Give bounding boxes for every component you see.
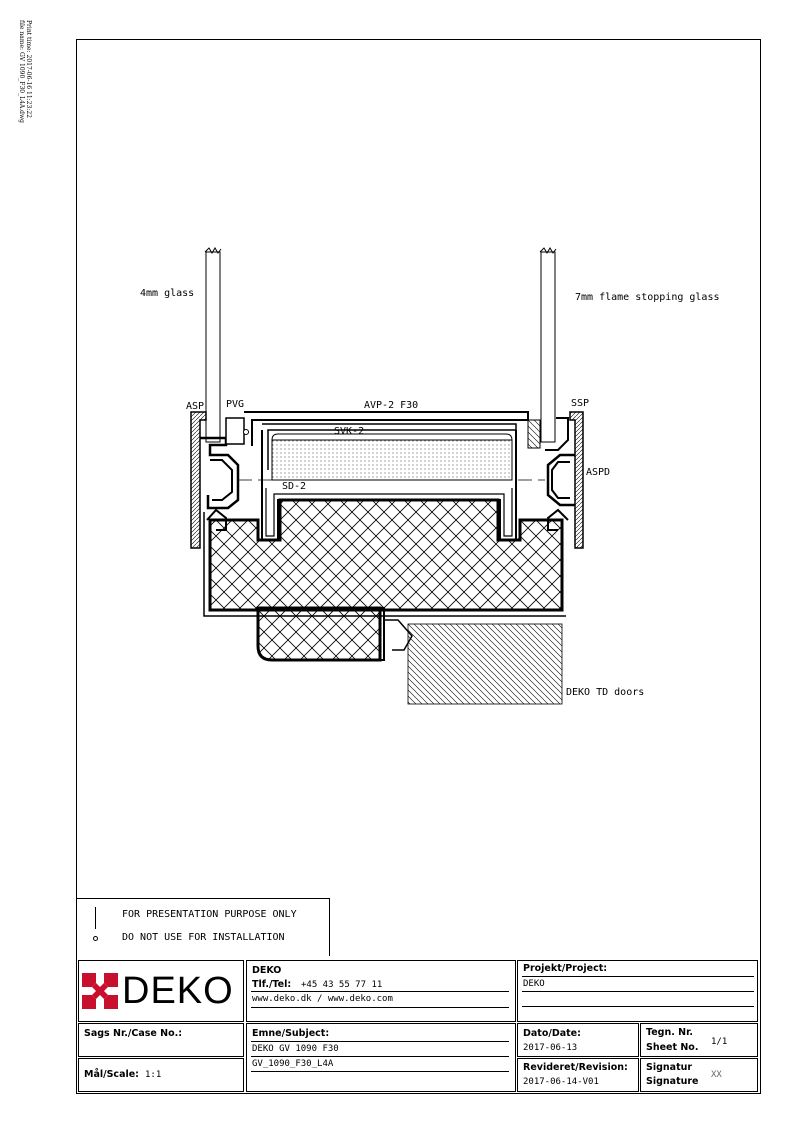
- label-pvg: PVG: [226, 399, 244, 410]
- sheet-cell: Tegn. Nr. Sheet No. 1/1: [640, 1023, 758, 1057]
- stop-profile: [370, 607, 385, 661]
- right-glass-pane: [539, 247, 557, 443]
- drawing-no-label: Tegn. Nr.: [646, 1027, 694, 1038]
- notice-bar-icon: [95, 907, 96, 929]
- project-label: Projekt/Project:: [523, 963, 608, 974]
- company-divider: [251, 991, 509, 992]
- date-cell: Dato/Date: 2017-06-13: [517, 1023, 639, 1057]
- project-divider-3: [522, 1006, 754, 1007]
- notice-line-1: FOR PRESENTATION PURPOSE ONLY: [122, 909, 297, 920]
- wooden-frame-core: [208, 498, 564, 612]
- print-time: Print time: 2017-06-16 11:23:22: [25, 20, 32, 118]
- tel-label: Tlf./Tel:: [252, 979, 292, 990]
- subject-divider-3: [251, 1071, 509, 1072]
- door-leaf: [407, 623, 563, 705]
- notice-dot-icon: [93, 936, 98, 941]
- project-value: DEKO: [523, 979, 545, 989]
- presentation-notice: FOR PRESENTATION PURPOSE ONLY DO NOT USE…: [77, 898, 330, 956]
- right-aluminium-profile: [527, 411, 584, 549]
- company-cell: DEKO Tlf./Tel: +45 43 55 77 11 www.deko.…: [246, 960, 516, 1022]
- label-sd: SD-2: [282, 481, 306, 492]
- file-name: file name: GV 1090_F30_L4A.dwg: [18, 20, 25, 123]
- scale-label: Mål/Scale:: [84, 1069, 139, 1080]
- label-avp: AVP-2 F30: [364, 400, 418, 411]
- print-metadata: Print time: 2017-06-16 11:23:22 file nam…: [8, 20, 32, 140]
- company-divider-2: [251, 1007, 509, 1008]
- svk-insulation: [271, 439, 513, 481]
- label-aspd: ASPD: [586, 467, 610, 478]
- sheet-no-label: Sheet No.: [646, 1042, 699, 1053]
- signature-label-en: Signature: [646, 1076, 699, 1087]
- label-4mm-glass: 4mm glass: [140, 288, 194, 299]
- deko-logo: DEKO: [82, 966, 240, 1016]
- logo-text: DEKO: [122, 969, 234, 1012]
- scale-value: 1:1: [145, 1070, 162, 1080]
- project-cell: Projekt/Project: DEKO: [517, 960, 758, 1022]
- signature-label: Signatur: [646, 1062, 693, 1073]
- left-aluminium-profile: [190, 411, 249, 549]
- date-label: Dato/Date:: [523, 1028, 581, 1039]
- label-svk: SVK-2: [334, 426, 364, 437]
- label-asp: ASP: [186, 401, 204, 412]
- subject-divider: [251, 1041, 509, 1042]
- sheet-no-value: 1/1: [711, 1037, 728, 1047]
- subject-label: Emne/Subject:: [252, 1028, 330, 1039]
- frame-outer-line: [203, 512, 566, 617]
- subject-line-2: GV_1090_F30_L4A: [252, 1059, 334, 1069]
- project-divider: [522, 976, 754, 977]
- label-7mm-glass: 7mm flame stopping glass: [575, 292, 720, 303]
- sd-profile: [265, 488, 513, 537]
- label-ssp: SSP: [571, 398, 589, 409]
- revision-value: 2017-06-14-V01: [523, 1077, 599, 1087]
- revision-cell: Revideret/Revision: 2017-06-14-V01: [517, 1058, 639, 1092]
- logo-cell: [78, 960, 244, 1022]
- label-deko-td-doors: DEKO TD doors: [566, 687, 644, 698]
- case-cell: Sags Nr./Case No.:: [78, 1023, 244, 1057]
- subject-divider-2: [251, 1056, 509, 1057]
- tel-value: +45 43 55 77 11: [301, 980, 383, 990]
- notice-line-2: DO NOT USE FOR INSTALLATION: [122, 932, 285, 943]
- project-divider-2: [522, 991, 754, 992]
- subject-cell: Emne/Subject: DEKO GV 1090 F30 GV_1090_F…: [246, 1023, 516, 1092]
- door-stop: [256, 606, 382, 662]
- case-label: Sags Nr./Case No.:: [84, 1028, 183, 1039]
- date-value: 2017-06-13: [523, 1043, 578, 1053]
- scale-cell: Mål/Scale: 1:1: [78, 1058, 244, 1092]
- left-glass-pane: [204, 247, 222, 443]
- signature-cell: Signatur Signature XX: [640, 1058, 758, 1092]
- revision-label: Revideret/Revision:: [523, 1062, 628, 1073]
- drawing-frame: [76, 39, 761, 1094]
- deko-logo-icon: [82, 973, 118, 1009]
- svk-outline: [271, 433, 513, 441]
- website: www.deko.dk / www.deko.com: [252, 994, 393, 1004]
- subject-line-1: DEKO GV 1090 F30: [252, 1044, 339, 1054]
- company-name: DEKO: [252, 965, 282, 976]
- signature-value: XX: [711, 1070, 722, 1080]
